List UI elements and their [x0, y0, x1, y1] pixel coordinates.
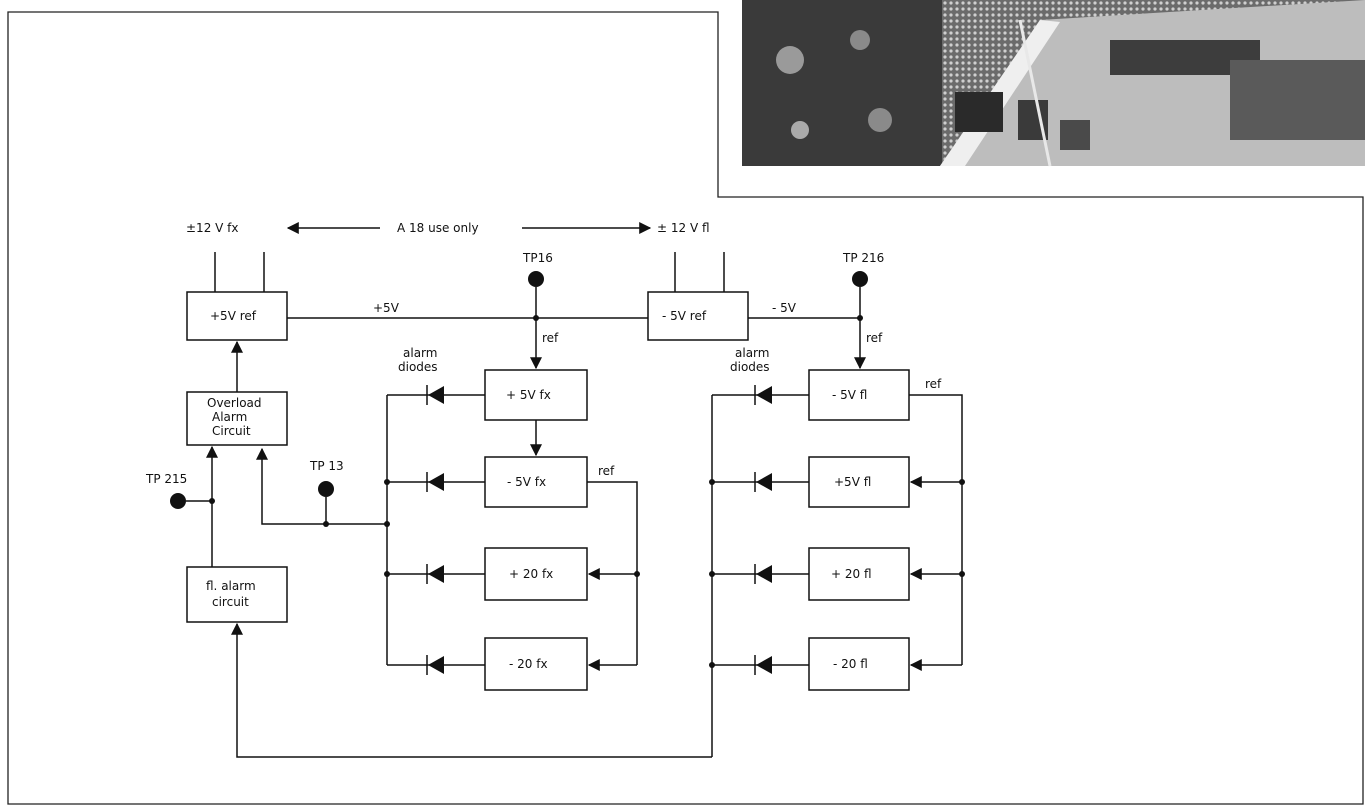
tp16-label: TP16 — [522, 251, 553, 265]
alarm-diodes-left-line2: diodes — [398, 360, 438, 374]
fx-diode-row — [387, 655, 485, 675]
fx-diode-row — [387, 564, 485, 584]
svg-text:Overload: Overload — [207, 396, 262, 410]
fl-diode-row — [712, 564, 809, 584]
overload-alarm-block: Overload Alarm Circuit — [187, 392, 287, 445]
minus5v-fl-block: - 5V fl — [809, 370, 909, 420]
minus20-fx-block: - 20 fx — [485, 638, 587, 690]
junction-dot — [384, 521, 390, 527]
svg-text:+5V ref: +5V ref — [210, 309, 257, 323]
fl-diode-row — [712, 472, 809, 492]
fl-alarm-circuit-block: fl. alarm circuit — [187, 567, 287, 622]
svg-text:fl. alarm: fl. alarm — [206, 579, 256, 593]
svg-text:+ 5V fx: + 5V fx — [506, 388, 551, 402]
instrument-photo — [742, 0, 1365, 166]
minus5v-ref-block: - 5V ref — [648, 292, 748, 340]
fl-diode-row — [712, 655, 809, 675]
plus5v-ref-block: +5V ref — [187, 292, 287, 340]
svg-text:+ 20 fx: + 20 fx — [509, 567, 553, 581]
fl-ref-loop — [909, 395, 962, 665]
svg-text:- 5V ref: - 5V ref — [662, 309, 707, 323]
ref-fx-loop-label: ref — [598, 464, 615, 478]
tp13-label: TP 13 — [309, 459, 344, 473]
ref-right-label: ref — [866, 331, 883, 345]
svg-text:- 20 fx: - 20 fx — [509, 657, 548, 671]
tp13-marker — [318, 481, 334, 497]
fx-diode-row — [387, 472, 485, 492]
plus5v-fl-block: +5V fl — [809, 457, 909, 507]
tp216-marker — [852, 271, 868, 287]
ref-center-label: ref — [542, 331, 559, 345]
svg-text:circuit: circuit — [212, 595, 249, 609]
svg-text:+ 20 fl: + 20 fl — [831, 567, 872, 581]
fl-diode-row — [712, 385, 809, 405]
svg-text:Alarm: Alarm — [212, 410, 247, 424]
alarm-diodes-left-line1: alarm — [403, 346, 437, 360]
minus5v-fx-block: - 5V fx — [485, 457, 587, 507]
alarm-diodes-right-line1: alarm — [735, 346, 769, 360]
fl-alarm-return — [237, 624, 712, 757]
right-supply-label: ± 12 V fl — [657, 221, 710, 235]
minus5v-bus-label: - 5V — [772, 301, 797, 315]
tp216-label: TP 216 — [842, 251, 884, 265]
left-supply-label: ±12 V fx — [186, 221, 239, 235]
plus5v-bus-label: +5V — [373, 301, 400, 315]
tp215-marker — [170, 493, 186, 509]
ref-fl-loop-label: ref — [925, 377, 942, 391]
plus5v-fx-block: + 5V fx — [485, 370, 587, 420]
fx-diode-row — [387, 385, 485, 405]
minus20-fl-block: - 20 fl — [809, 638, 909, 690]
svg-text:Circuit: Circuit — [212, 424, 251, 438]
plus20-fl-block: + 20 fl — [809, 548, 909, 600]
center-note-label: A 18 use only — [397, 221, 479, 235]
svg-text:- 20 fl: - 20 fl — [833, 657, 868, 671]
plus20-fx-block: + 20 fx — [485, 548, 587, 600]
svg-text:+5V fl: +5V fl — [834, 475, 871, 489]
svg-text:- 5V fx: - 5V fx — [507, 475, 546, 489]
tp16-marker — [528, 271, 544, 287]
tp215-label: TP 215 — [145, 472, 187, 486]
svg-text:- 5V fl: - 5V fl — [832, 388, 867, 402]
alarm-diodes-right-line2: diodes — [730, 360, 770, 374]
